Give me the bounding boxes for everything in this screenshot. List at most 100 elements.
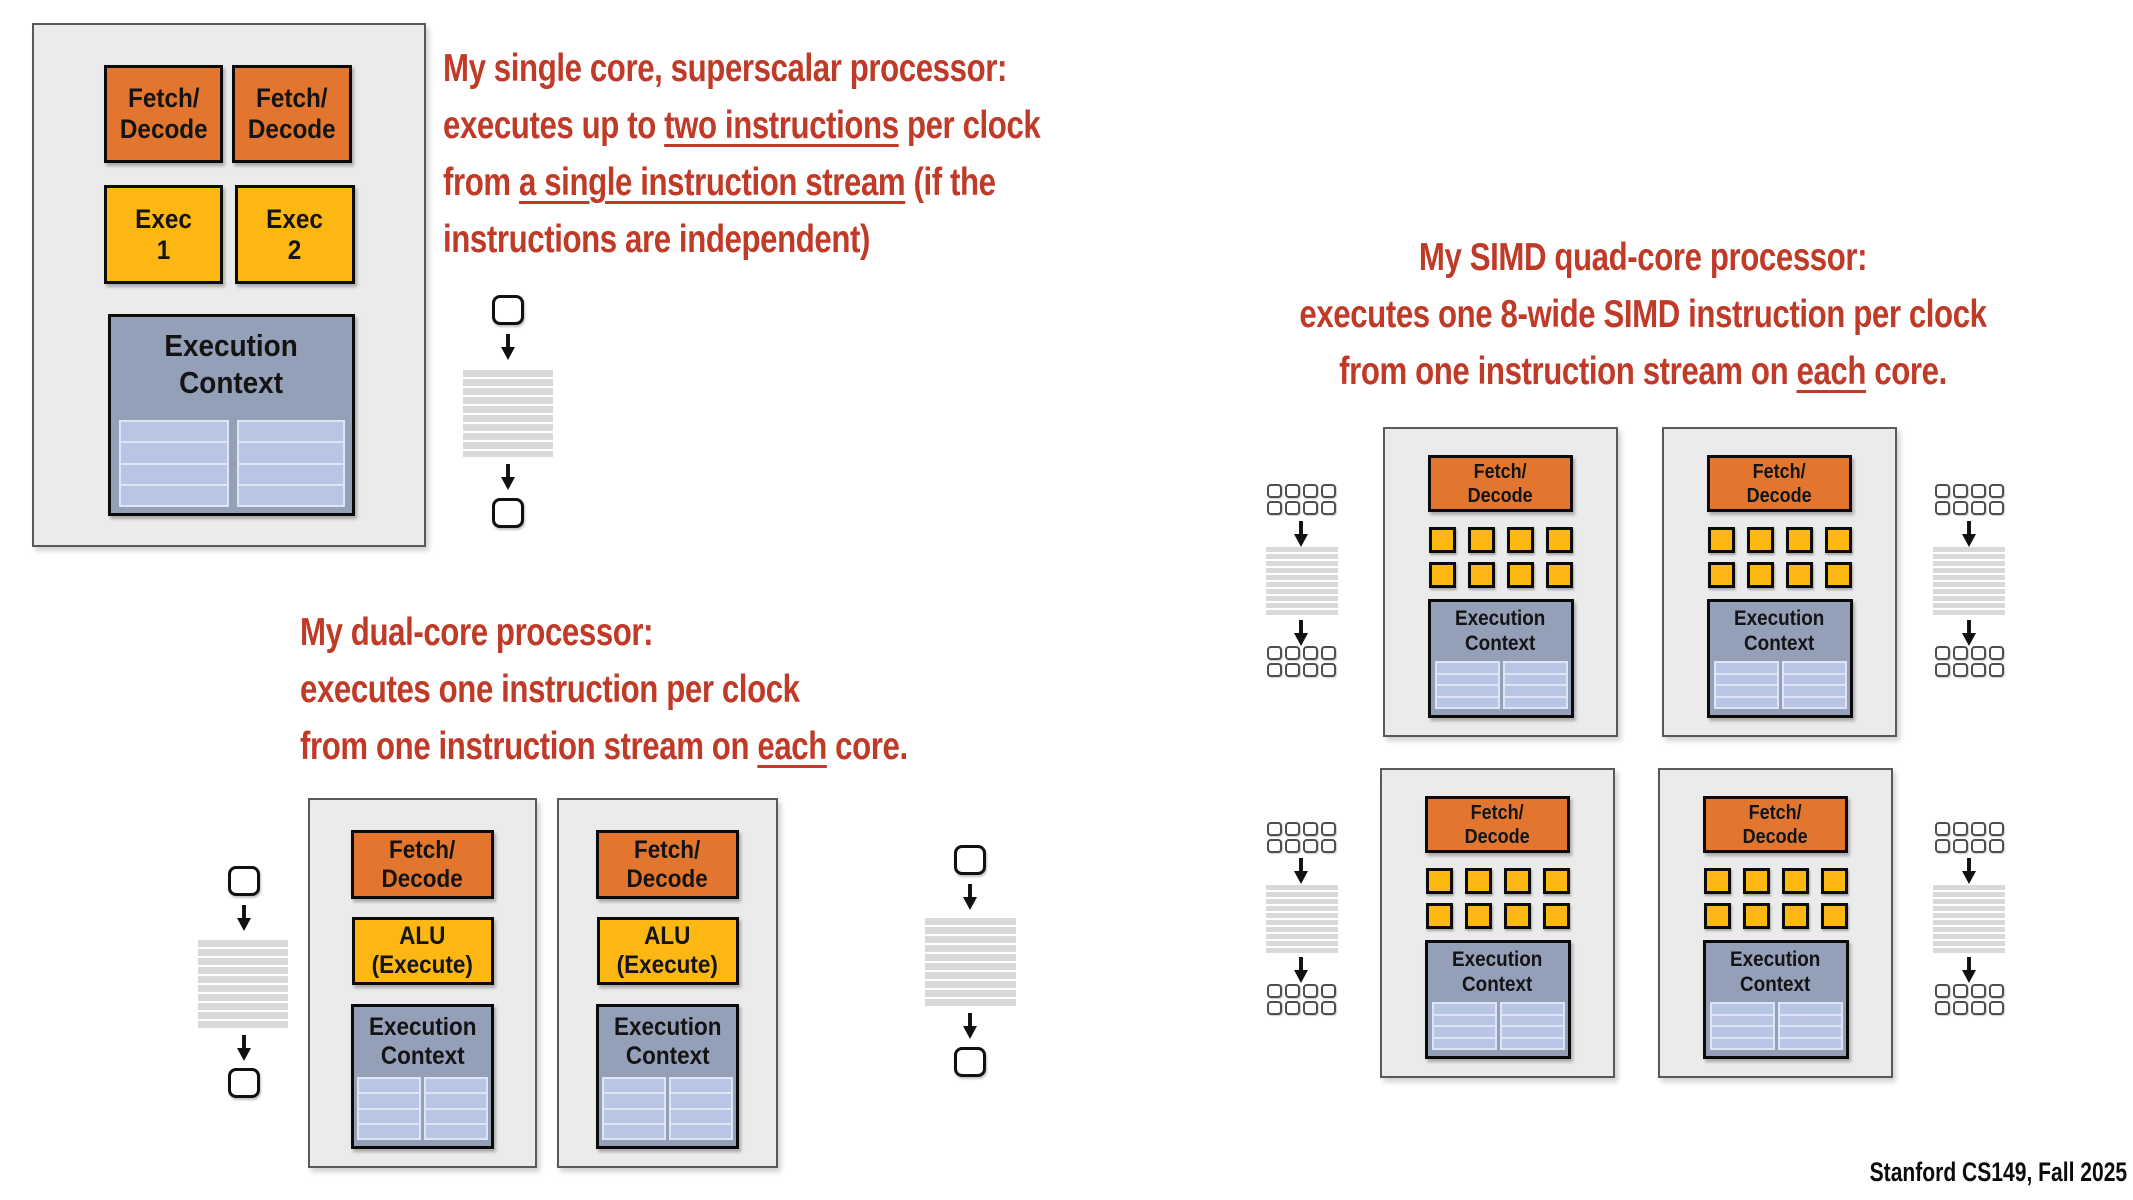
arrow-down-icon [1962, 620, 1976, 646]
register-file [119, 420, 229, 507]
arrow-down-icon [501, 464, 515, 490]
fetch-decode-block: Fetch/Decode [1703, 796, 1848, 853]
register-file [424, 1077, 488, 1140]
instruction-icon [492, 498, 524, 528]
register-file [1499, 1002, 1565, 1050]
simd-instruction-group-icon [1935, 984, 2004, 1015]
simd-alu-grid [1703, 868, 1848, 929]
register-file [1431, 1002, 1497, 1050]
fetch-decode-label: Fetch/Decode [1464, 801, 1531, 848]
fetch-decode-block: Fetch/Decode [351, 830, 494, 899]
register-file [602, 1077, 666, 1140]
fetch-decode-block: Fetch/Decode [1707, 455, 1852, 512]
simd-alu-grid [1425, 868, 1570, 929]
register-file [669, 1077, 733, 1140]
register-file [1709, 1002, 1775, 1050]
register-file [1781, 661, 1847, 709]
register-file [1502, 661, 1568, 709]
fetch-decode-block: Fetch/Decode [596, 830, 739, 899]
simd-instruction-group-icon [1935, 822, 2004, 853]
instruction-stream-stack-icon [1266, 547, 1338, 615]
fetch-decode-label: Fetch/Decode [1467, 460, 1534, 507]
fetch-decode-label: Fetch/Decode [626, 835, 709, 893]
simd-instruction-group-icon [1267, 822, 1336, 853]
arrow-down-icon [1294, 957, 1308, 983]
fetch-decode-label: Fetch/Decode [119, 83, 208, 144]
fetch-decode-block: Fetch/Decode [1428, 455, 1573, 512]
instruction-icon [492, 295, 524, 325]
arrow-down-icon [1962, 858, 1976, 884]
alu-label: ALU(Execute) [371, 922, 474, 979]
arrow-down-icon [1962, 521, 1976, 547]
instruction-stream-stack-icon [1933, 885, 2005, 953]
simd-alu-grid [1707, 527, 1852, 588]
fetch-decode-block: Fetch/Decode [104, 65, 223, 163]
instruction-stream-stack-icon [925, 918, 1016, 1006]
arrow-down-icon [1962, 957, 1976, 983]
arrow-down-icon [1294, 858, 1308, 884]
simd-alu-grid [1428, 527, 1573, 588]
simd-instruction-group-icon [1267, 984, 1336, 1015]
arrow-down-icon [963, 1013, 977, 1039]
simd-instruction-group-icon [1267, 646, 1336, 677]
register-file [1713, 661, 1779, 709]
register-file [237, 420, 345, 507]
arrow-down-icon [963, 884, 977, 910]
register-file [357, 1077, 421, 1140]
register-file [1434, 661, 1500, 709]
instruction-stream-stack-icon [1933, 547, 2005, 615]
fetch-decode-label: Fetch/Decode [1742, 801, 1809, 848]
caption-dualcore: My dual-core processor:executes one inst… [300, 611, 908, 768]
instruction-icon [954, 1047, 986, 1077]
simd-instruction-group-icon [1935, 646, 2004, 677]
caption-simd: My SIMD quad-core processor:executes one… [1299, 236, 1987, 393]
arrow-down-icon [501, 334, 515, 360]
simd-instruction-group-icon [1267, 484, 1336, 515]
register-file [1777, 1002, 1843, 1050]
instruction-icon [228, 1068, 260, 1098]
instruction-icon [954, 845, 986, 875]
alu-block: ALU(Execute) [351, 917, 494, 985]
fetch-decode-label: Fetch/Decode [1746, 460, 1813, 507]
footer-credit: Stanford CS149, Fall 2025 [1869, 1157, 2127, 1187]
fetch-decode-block: Fetch/Decode [232, 65, 352, 163]
fetch-decode-block: Fetch/Decode [1425, 796, 1570, 853]
instruction-stream-stack-icon [463, 370, 553, 457]
fetch-decode-label: Fetch/Decode [248, 83, 336, 144]
alu-block: ALU(Execute) [596, 917, 739, 985]
instruction-icon [228, 866, 260, 896]
arrow-down-icon [237, 1035, 251, 1061]
arrow-down-icon [1294, 521, 1308, 547]
fetch-decode-label: Fetch/Decode [381, 835, 464, 893]
arrow-down-icon [237, 905, 251, 931]
instruction-stream-stack-icon [198, 940, 288, 1028]
arrow-down-icon [1294, 620, 1308, 646]
simd-instruction-group-icon [1935, 484, 2004, 515]
alu-label: ALU(Execute) [616, 922, 719, 979]
